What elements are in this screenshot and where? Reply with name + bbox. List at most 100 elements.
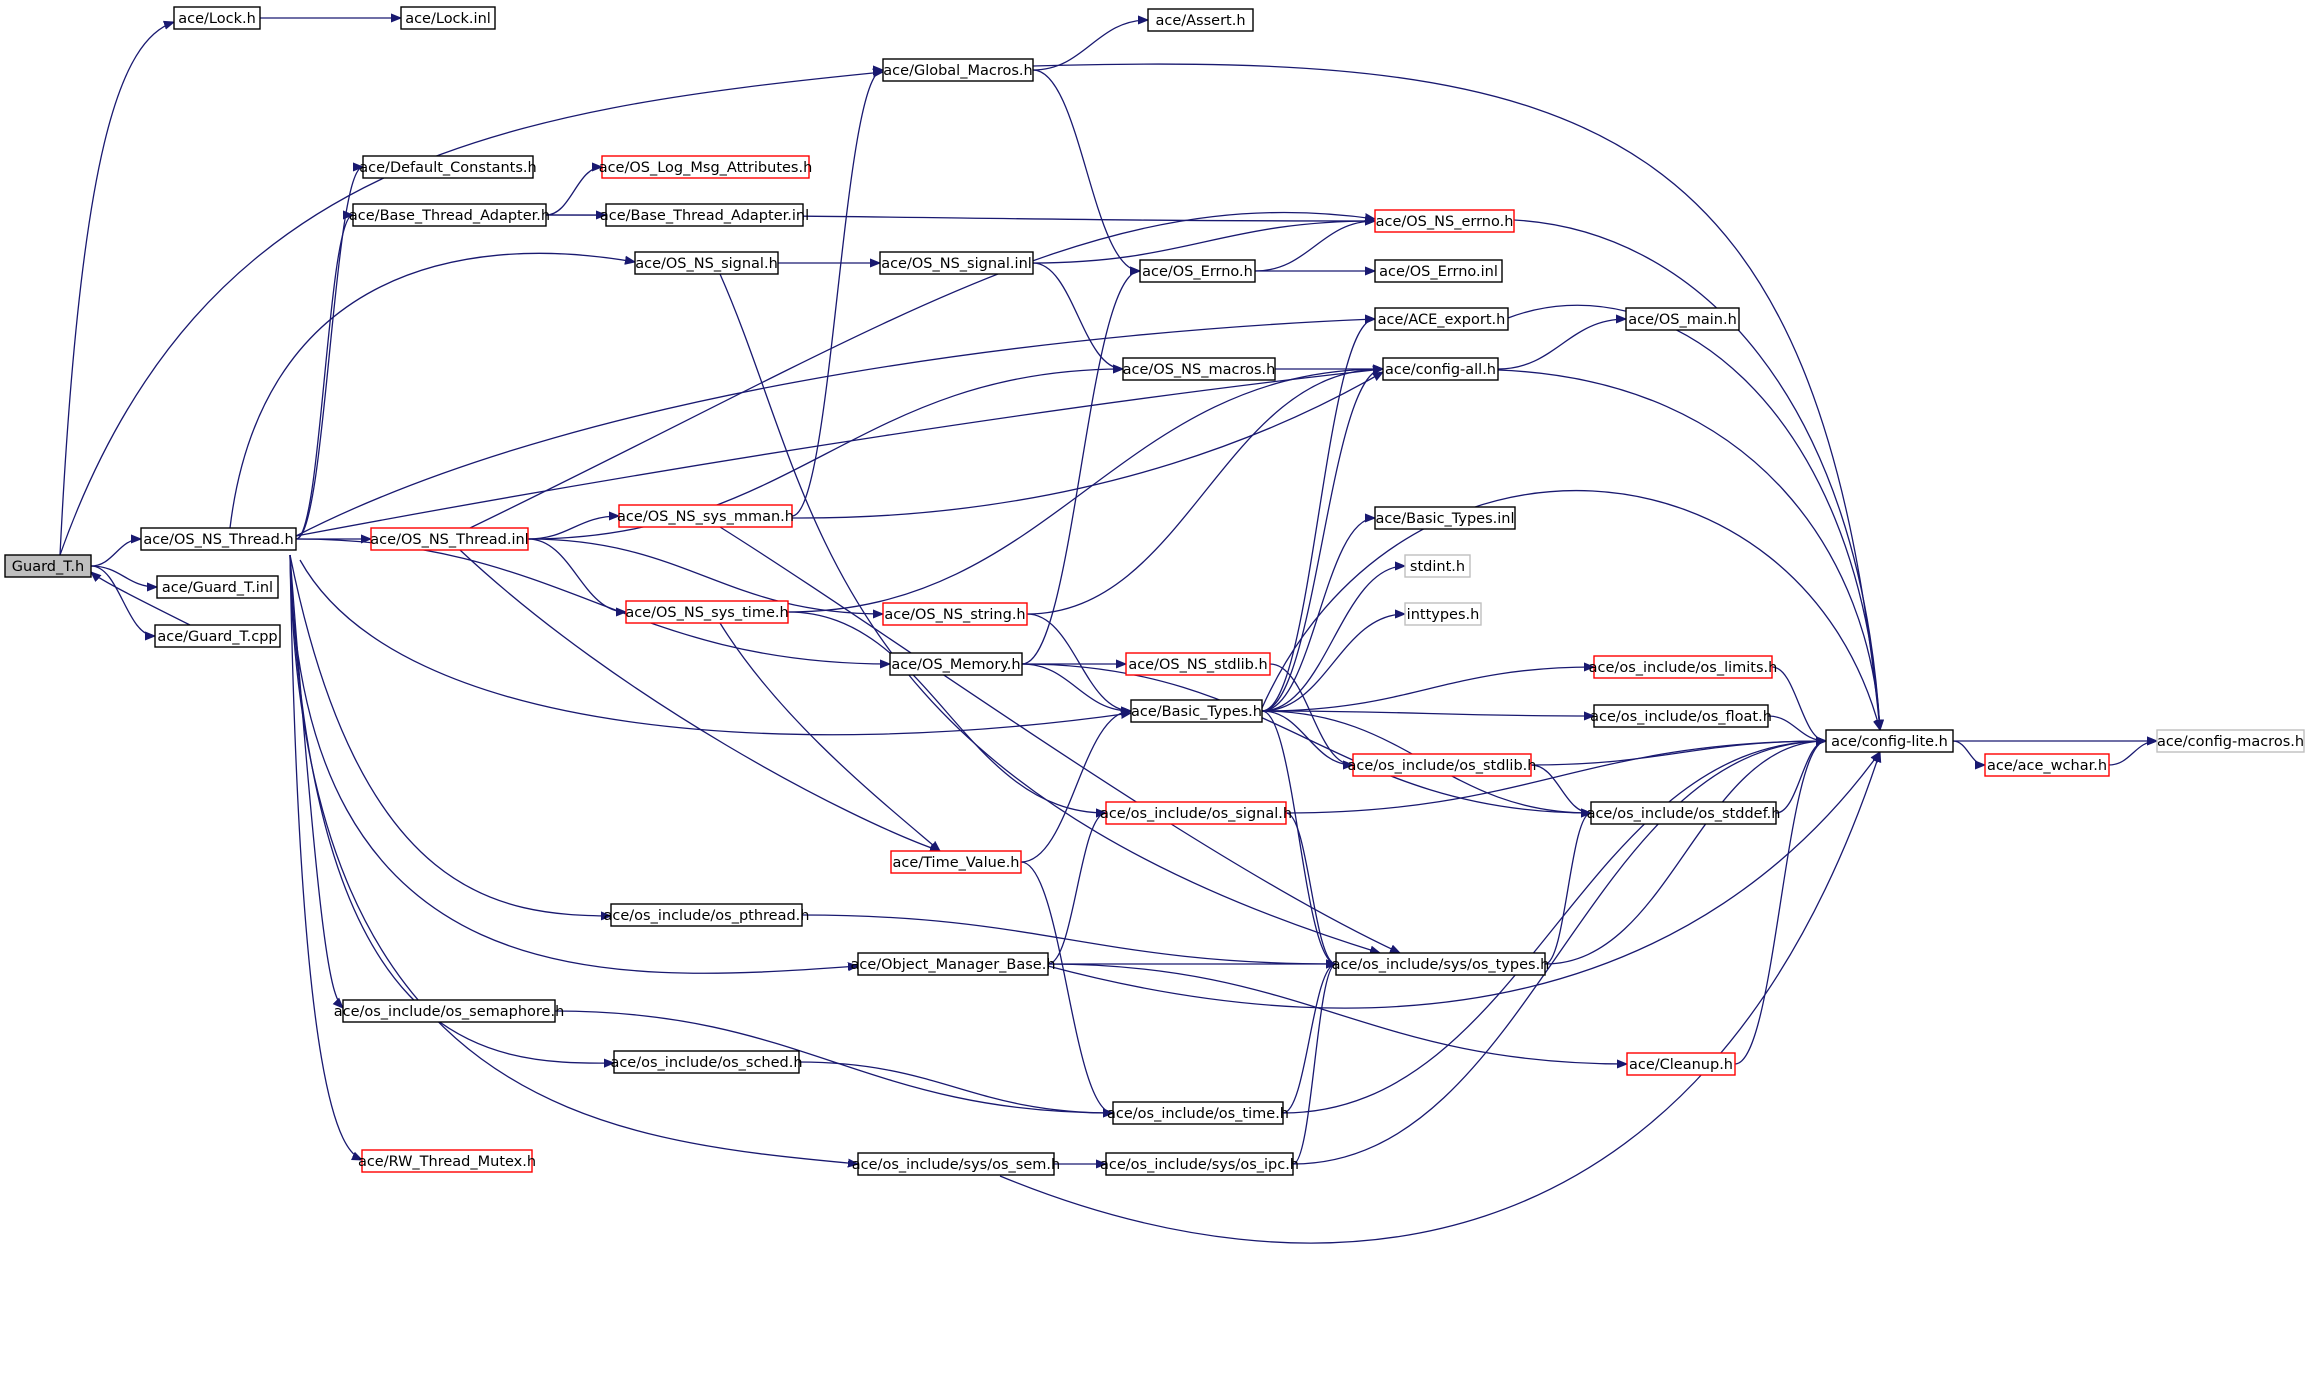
node-os-memory-h[interactable]: ace/OS_Memory.h [889, 652, 1023, 676]
edge-os-ns-signal-h-to-os-types-h [719, 273, 1380, 953]
node-os-ns-sys-time-h[interactable]: ace/OS_NS_sys_time.h [625, 600, 789, 624]
node-box [362, 155, 534, 179]
node-os-float-h[interactable]: ace/os_include/os_float.h [1590, 704, 1772, 728]
node-box [1374, 506, 1516, 530]
edge-basic-types-h-to-config-lite-h [1261, 489, 1880, 730]
node-os-ns-stdlib-h[interactable]: ace/OS_NS_stdlib.h [1125, 652, 1271, 676]
node-box [1374, 209, 1515, 233]
node-basic-types-h[interactable]: ace/Basic_Types.h [1130, 699, 1263, 723]
node-os-ns-signal-h[interactable]: ace/OS_NS_signal.h [634, 251, 779, 275]
node-os-stddef-h[interactable]: ace/os_include/os_stddef.h [1587, 801, 1781, 825]
node-config-macros-h[interactable]: ace/config-macros.h [2156, 729, 2305, 753]
node-os-main-h[interactable]: ace/OS_main.h [1625, 307, 1740, 331]
node-guard-t-cpp[interactable]: ace/Guard_T.cpp [154, 624, 281, 648]
node-assert-h[interactable]: ace/Assert.h [1147, 8, 1254, 32]
edge-ace-wchar-h-to-config-macros-h [2108, 741, 2158, 766]
edge-time-value-h-to-basic-types-h [1020, 711, 1131, 863]
node-label: ace/Base_Thread_Adapter.h [349, 208, 550, 224]
node-base-thread-adapter-h[interactable]: ace/Base_Thread_Adapter.h [349, 203, 550, 227]
node-box [1122, 357, 1276, 381]
node-os-ns-macros-h[interactable]: ace/OS_NS_macros.h [1122, 357, 1276, 381]
node-box [1404, 602, 1482, 626]
edge-basic-types-h-to-os-types-h [1261, 710, 1337, 964]
node-label: ace/Basic_Types.h [1131, 704, 1262, 720]
node-box [1626, 1052, 1736, 1076]
node-box [857, 1152, 1055, 1176]
node-rw-thread-mutex-h[interactable]: ace/RW_Thread_Mutex.h [358, 1149, 536, 1173]
node-default-constants-h[interactable]: ace/Default_Constants.h [359, 155, 537, 179]
node-os-ns-signal-inl[interactable]: ace/OS_NS_signal.inl [879, 251, 1034, 275]
node-os-ns-sys-mman-h[interactable]: ace/OS_NS_sys_mman.h [617, 504, 794, 528]
node-os-ns-thread-inl[interactable]: ace/OS_NS_Thread.inl [370, 527, 529, 551]
node-os-types-h[interactable]: ace/os_include/sys/os_types.h [1332, 952, 1550, 976]
node-label: ace/config-macros.h [2157, 734, 2304, 750]
node-box [1147, 8, 1254, 32]
node-label: ace/Default_Constants.h [359, 160, 536, 176]
node-inttypes-h[interactable]: inttypes.h [1404, 602, 1482, 626]
node-ace-wchar-h[interactable]: ace/ace_wchar.h [1984, 753, 2110, 777]
edge-guard-t-cpp-to-guard-t-h [91, 572, 191, 626]
node-basic-types-inl[interactable]: ace/Basic_Types.inl [1374, 506, 1516, 530]
node-label: ace/OS_Memory.h [891, 657, 1020, 673]
node-os-ns-thread-h[interactable]: ace/OS_NS_Thread.h [140, 527, 297, 551]
edge-os-ns-thread-h-to-base-thread-adapter-h [295, 215, 354, 540]
node-os-semaphore-h[interactable]: ace/os_include/os_semaphore.h [334, 999, 565, 1023]
node-box [625, 600, 789, 624]
node-os-signal-h[interactable]: ace/os_include/os_signal.h [1100, 801, 1292, 825]
node-box [618, 504, 793, 528]
edge-os-signal-h-to-config-lite-h [1285, 741, 1826, 814]
node-time-value-h[interactable]: ace/Time_Value.h [890, 850, 1022, 874]
edge-basic-types-h-to-os-limits-h [1261, 667, 1594, 712]
edge-os-ns-thread-h-to-object-manager-base-h [289, 554, 858, 974]
node-config-all-h[interactable]: ace/config-all.h [1382, 357, 1499, 381]
node-os-log-msg-attributes-h[interactable]: ace/OS_Log_Msg_Attributes.h [599, 155, 813, 179]
edge-os-ns-thread-h-to-os-semaphore-h [289, 554, 343, 1008]
node-box [352, 203, 547, 227]
edge-os-memory-h-to-os-errno-h [1021, 271, 1141, 665]
node-os-errno-inl[interactable]: ace/OS_Errno.inl [1374, 259, 1503, 283]
node-guard-t-h[interactable]: Guard_T.h [4, 554, 92, 578]
node-os-ns-string-h[interactable]: ace/OS_NS_string.h [882, 602, 1028, 626]
node-box [1593, 655, 1773, 679]
node-label: ace/OS_NS_Thread.h [143, 532, 293, 548]
node-os-time-h[interactable]: ace/os_include/os_time.h [1107, 1101, 1289, 1125]
edge-object-manager-base-h-to-config-lite-h [1047, 752, 1880, 1009]
edge-global-macros-h-to-assert-h [1032, 20, 1148, 71]
node-box [1984, 753, 2110, 777]
node-cleanup-h[interactable]: ace/Cleanup.h [1626, 1052, 1736, 1076]
node-os-ipc-h[interactable]: ace/os_include/sys/os_ipc.h [1100, 1152, 1299, 1176]
node-label: ace/OS_NS_signal.h [635, 256, 778, 272]
node-config-lite-h[interactable]: ace/config-lite.h [1825, 729, 1954, 753]
node-label: ace/OS_NS_sys_time.h [625, 605, 788, 621]
node-lock-inl[interactable]: ace/Lock.inl [400, 6, 496, 30]
node-object-manager-base-h[interactable]: ace/Object_Manager_Base.h [850, 952, 1056, 976]
node-os-pthread-h[interactable]: ace/os_include/os_pthread.h [604, 903, 810, 927]
node-os-errno-h[interactable]: ace/OS_Errno.h [1139, 259, 1256, 283]
node-label: ace/os_include/os_stdlib.h [1348, 758, 1537, 774]
node-os-sem-h[interactable]: ace/os_include/sys/os_sem.h [852, 1152, 1060, 1176]
node-guard-t-inl[interactable]: ace/Guard_T.inl [156, 575, 279, 599]
node-box [370, 527, 529, 551]
edge-os-ns-thread-h-to-os-ns-signal-h [229, 252, 635, 529]
node-label: inttypes.h [1407, 607, 1480, 623]
node-label: ace/os_include/os_stddef.h [1587, 806, 1781, 822]
node-box [2156, 729, 2305, 753]
node-lock-h[interactable]: ace/Lock.h [173, 6, 261, 30]
node-box [361, 1149, 533, 1173]
edge-guard-t-h-to-os-ns-thread-h [90, 539, 142, 567]
node-os-limits-h[interactable]: ace/os_include/os_limits.h [1589, 655, 1778, 679]
node-ace-export-h[interactable]: ace/ACE_export.h [1374, 307, 1509, 331]
node-stdint-h[interactable]: stdint.h [1404, 554, 1471, 578]
node-box [1125, 652, 1271, 676]
node-label: ace/ace_wchar.h [1987, 758, 2107, 774]
node-base-thread-adapter-inl[interactable]: ace/Base_Thread_Adapter.inl [600, 203, 809, 227]
node-label: ace/os_include/os_sched.h [610, 1055, 802, 1071]
node-os-sched-h[interactable]: ace/os_include/os_sched.h [610, 1050, 803, 1074]
edge-basic-types-h-to-ace-export-h [1261, 319, 1376, 712]
node-global-macros-h[interactable]: ace/Global_Macros.h [882, 58, 1034, 82]
node-os-ns-errno-h[interactable]: ace/OS_NS_errno.h [1374, 209, 1515, 233]
node-os-stdlib-h[interactable]: ace/os_include/os_stdlib.h [1348, 753, 1537, 777]
node-box [857, 952, 1049, 976]
node-label: ace/os_include/os_signal.h [1100, 806, 1292, 822]
